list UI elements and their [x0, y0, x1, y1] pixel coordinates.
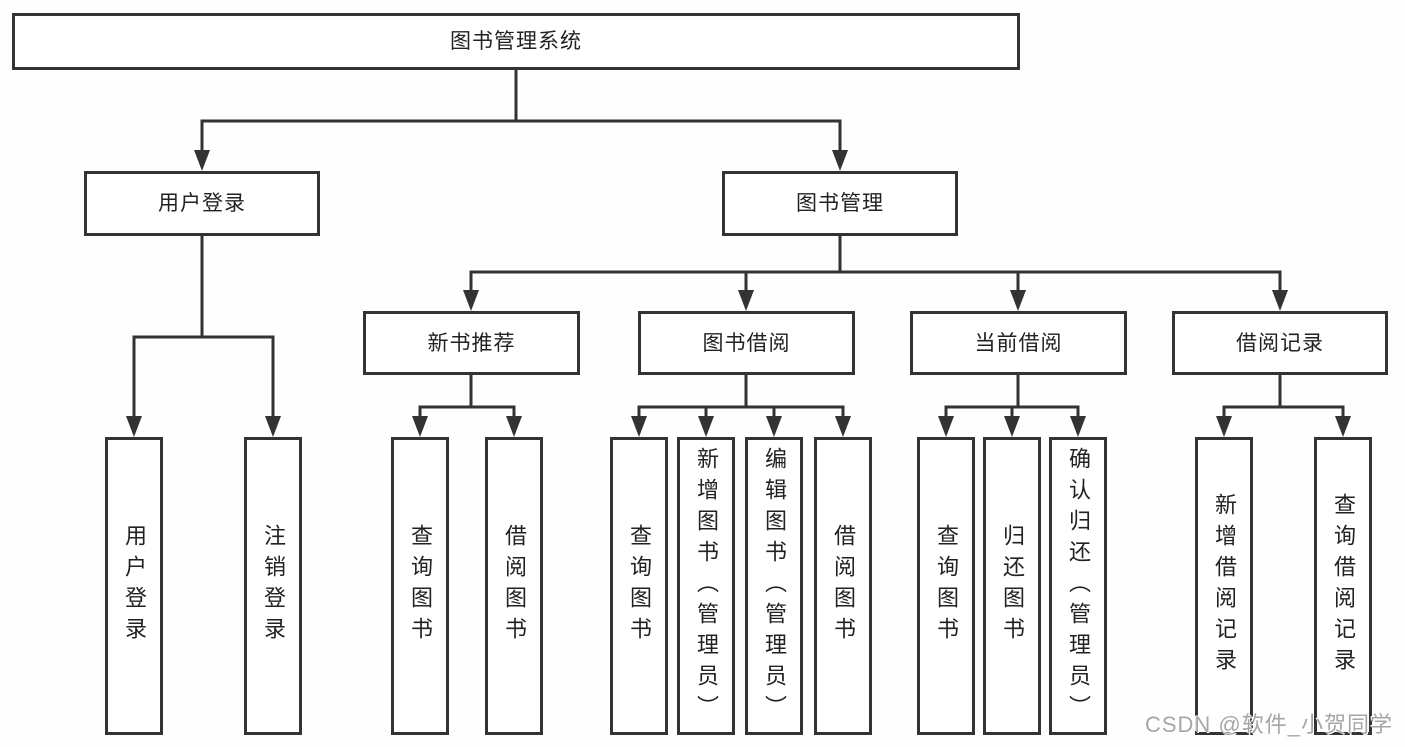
- node-new-book-recommend: 新书推荐: [363, 311, 580, 375]
- connector-root-to-level2: [200, 68, 842, 155]
- leaf-user-login: 用户登录: [105, 437, 163, 735]
- node-label: 查询图书: [627, 524, 652, 648]
- leaf-query-books-recommend: 查询图书: [391, 437, 449, 735]
- leaf-logout: 注销登录: [244, 437, 302, 735]
- node-label: 查询图书: [408, 524, 433, 648]
- leaf-query-borrow-record: 查询借阅记录: [1314, 437, 1372, 735]
- csdn-watermark: CSDN @软件_小贺同学: [1144, 712, 1393, 737]
- node-root: 图书管理系统: [12, 13, 1020, 70]
- connector-book-borrow-branch: [637, 373, 845, 421]
- leaf-borrow-books-recommend: 借阅图书: [485, 437, 543, 735]
- connector-new-book-branch: [418, 373, 516, 421]
- leaf-borrow-books: 借阅图书: [814, 437, 872, 735]
- arrow-down-icon: [631, 416, 647, 437]
- arrow-down-icon: [1272, 290, 1288, 311]
- node-book-borrow: 图书借阅: [638, 311, 855, 375]
- arrow-down-icon: [832, 150, 848, 171]
- node-label: 查询借阅记录: [1331, 493, 1356, 679]
- node-label: 确认归还（管理员）: [1066, 446, 1091, 726]
- arrow-down-icon: [1004, 416, 1020, 437]
- leaf-query-books-current: 查询图书: [917, 437, 975, 735]
- node-borrow-records: 借阅记录: [1172, 311, 1388, 375]
- leaf-query-books-borrow: 查询图书: [610, 437, 668, 735]
- arrow-down-icon: [1216, 416, 1232, 437]
- node-label: 当前借阅: [974, 331, 1063, 355]
- node-label: 借阅图书: [831, 524, 856, 648]
- arrow-down-icon: [698, 416, 714, 437]
- node-label: 用户登录: [122, 524, 147, 648]
- leaf-edit-books-admin: 编辑图书（管理员）: [745, 437, 803, 735]
- node-label: 借阅记录: [1236, 331, 1324, 355]
- node-label: 新增借阅记录: [1212, 493, 1237, 679]
- connector-user-login-branch: [132, 234, 275, 421]
- leaf-confirm-return-admin: 确认归还（管理员）: [1049, 437, 1107, 735]
- connector-current-borrow-branch: [944, 373, 1080, 421]
- connector-borrow-record-branch: [1222, 373, 1345, 421]
- arrow-down-icon: [126, 416, 142, 437]
- node-label: 图书借阅: [702, 331, 791, 355]
- node-label: 用户登录: [158, 192, 246, 215]
- arrowheads: [126, 150, 1351, 437]
- node-label: 图书管理系统: [450, 30, 582, 53]
- arrow-down-icon: [1010, 290, 1026, 311]
- connector-lines: [132, 68, 1345, 421]
- node-label: 编辑图书（管理员）: [762, 446, 787, 726]
- arrow-down-icon: [766, 416, 782, 437]
- arrow-down-icon: [1070, 416, 1086, 437]
- arrow-down-icon: [835, 416, 851, 437]
- node-user-login: 用户登录: [84, 171, 320, 236]
- arrow-down-icon: [463, 290, 479, 311]
- node-label: 借阅图书: [502, 524, 527, 648]
- node-current-borrow: 当前借阅: [910, 311, 1127, 375]
- node-label: 新书推荐: [427, 331, 516, 355]
- arrow-down-icon: [1335, 416, 1351, 437]
- arrow-down-icon: [194, 150, 210, 171]
- node-label: 新增图书（管理员）: [694, 446, 719, 726]
- arrow-down-icon: [938, 416, 954, 437]
- leaf-add-borrow-record: 新增借阅记录: [1195, 437, 1253, 735]
- leaf-return-books: 归还图书: [983, 437, 1041, 735]
- arrow-down-icon: [506, 416, 522, 437]
- leaf-add-books-admin: 新增图书（管理员）: [677, 437, 735, 735]
- node-label: 图书管理: [796, 192, 884, 215]
- arrow-down-icon: [265, 416, 281, 437]
- node-label: 查询图书: [934, 524, 959, 648]
- arrow-down-icon: [412, 416, 428, 437]
- connector-book-mgmt-branch: [469, 234, 1282, 295]
- node-label: 归还图书: [1000, 524, 1025, 648]
- node-book-management: 图书管理: [722, 171, 958, 236]
- arrow-down-icon: [738, 290, 754, 311]
- node-label: 注销登录: [261, 524, 286, 648]
